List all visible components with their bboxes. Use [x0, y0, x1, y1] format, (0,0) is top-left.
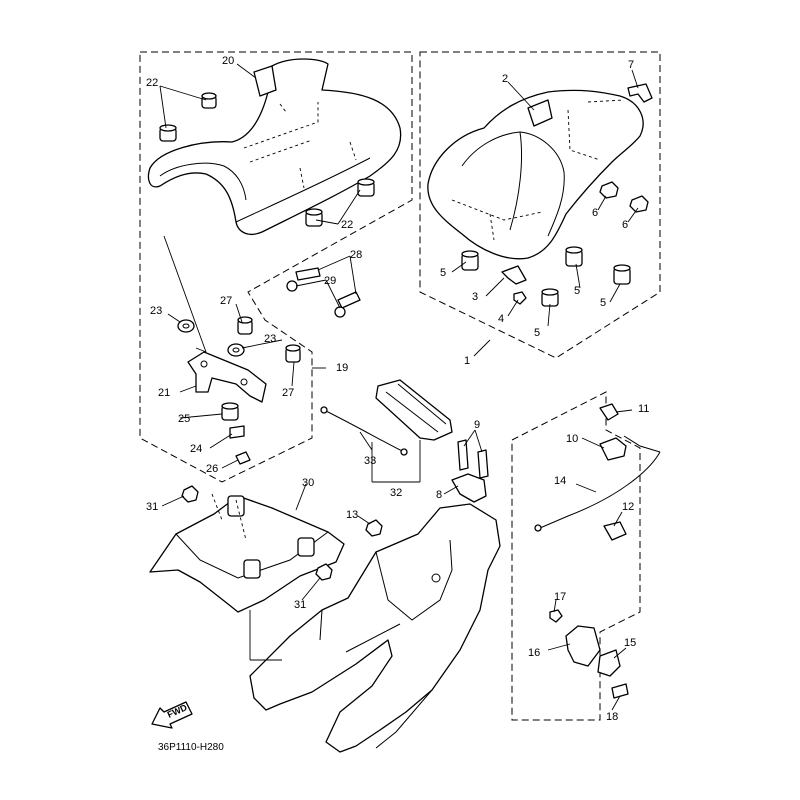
callout-8: 8 — [436, 489, 442, 501]
callout-13: 13 — [346, 509, 358, 521]
seat-damper-5 — [461, 246, 631, 307]
bolt-31-bottom — [315, 563, 333, 581]
callout-17: 17 — [554, 591, 566, 603]
callout-24: 24 — [190, 443, 202, 455]
leader-lines — [159, 63, 639, 711]
bolt-17 — [549, 609, 563, 623]
callout-33: 33 — [364, 455, 376, 467]
callout-12: 12 — [622, 501, 634, 513]
seat-cable-33 — [323, 409, 405, 453]
callout-2: 2 — [502, 73, 508, 85]
callout-15: 15 — [624, 637, 636, 649]
bolt-31-top — [181, 485, 199, 503]
collar-23 — [177, 319, 245, 357]
callout-29: 29 — [324, 275, 336, 287]
rear-seat-group-boundary — [139, 51, 413, 483]
callout-31: 31 — [294, 599, 306, 611]
cable-cap-11 — [599, 403, 619, 421]
fwd-arrow-icon: FWD — [151, 701, 193, 729]
callout-9: 9 — [474, 419, 480, 431]
callout-26: 26 — [206, 463, 218, 475]
callout-5: 5 — [534, 327, 540, 339]
screw-18 — [611, 683, 629, 699]
nut-6 — [599, 181, 649, 213]
callout-23: 23 — [264, 333, 276, 345]
washer-29 — [286, 280, 346, 318]
bolt-9 — [457, 439, 489, 479]
callout-28: 28 — [350, 249, 362, 261]
callout-32: 32 — [390, 487, 402, 499]
callout-4: 4 — [498, 313, 504, 325]
callout-23: 23 — [150, 305, 162, 317]
callout-18: 18 — [606, 711, 618, 723]
screw-26 — [235, 451, 251, 465]
bracket-12 — [603, 521, 627, 541]
lock-10 — [599, 435, 661, 461]
bolt-4 — [513, 291, 527, 305]
callout-27: 27 — [220, 295, 232, 307]
callout-16: 16 — [528, 647, 540, 659]
callout-3: 3 — [472, 291, 478, 303]
seat-pad-32 — [375, 379, 453, 441]
rear-seat — [147, 58, 402, 236]
front-seat — [427, 89, 644, 260]
cable-assembly-boundary — [511, 391, 641, 721]
callout-31: 31 — [146, 501, 158, 513]
callout-11: 11 — [638, 403, 649, 415]
rear-frame — [249, 503, 501, 753]
callout-22: 22 — [341, 219, 353, 231]
callout-5: 5 — [574, 285, 580, 297]
callout-7: 7 — [628, 59, 634, 71]
diagram-code: 36P1110-H280 — [158, 742, 224, 753]
callout-14: 14 — [554, 475, 566, 487]
callout-19: 19 — [336, 362, 348, 374]
callout-30: 30 — [302, 477, 314, 489]
callout-6: 6 — [622, 219, 628, 231]
bracket-3 — [501, 265, 527, 285]
callout-20: 20 — [222, 55, 234, 67]
front-seat-group-boundary — [419, 51, 661, 359]
seat-lock-bracket-21 — [187, 351, 267, 403]
clamp-8 — [451, 473, 487, 503]
lock-15 — [597, 649, 621, 677]
cable-14 — [539, 451, 661, 529]
callout-5: 5 — [440, 267, 446, 279]
callout-5: 5 — [600, 297, 606, 309]
callout-27: 27 — [282, 387, 294, 399]
callout-21: 21 — [158, 387, 170, 399]
seat-hook-7 — [627, 83, 653, 103]
callout-10: 10 — [566, 433, 578, 445]
cover-16 — [565, 625, 601, 667]
callout-22: 22 — [146, 77, 158, 89]
seat-damper-22 — [159, 92, 375, 227]
callout-6: 6 — [592, 207, 598, 219]
tail-bracket-30 — [149, 495, 345, 613]
callout-labels: 20 22 22 2 7 6 6 5 5 5 5 3 4 1 28 29 23 … — [146, 55, 649, 723]
bolt-28 — [295, 267, 361, 309]
bolt-24 — [229, 425, 245, 439]
callout-1: 1 — [464, 355, 470, 367]
callout-25: 25 — [178, 413, 190, 425]
